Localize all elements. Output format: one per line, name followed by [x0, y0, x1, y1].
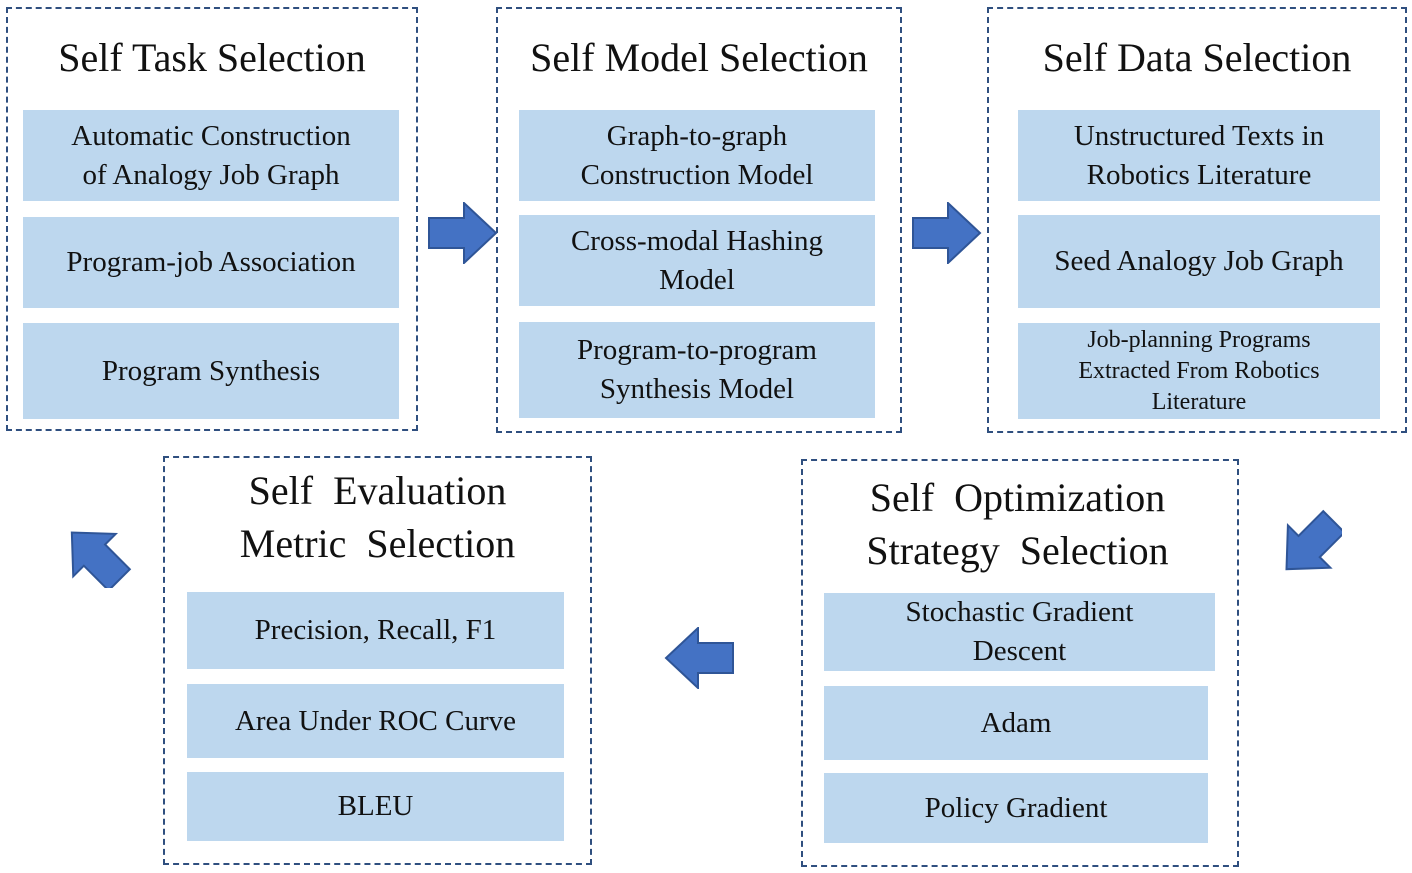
box-adam: Adam [824, 686, 1208, 760]
box-job-planning-programs: Job-planning Programs Extracted From Rob… [1018, 323, 1380, 419]
panel-evaluation-metric: Self Evaluation Metric Selection Precisi… [163, 456, 592, 865]
arrow-down-left-icon [1272, 508, 1342, 578]
box-seed-analogy-job-graph: Seed Analogy Job Graph [1018, 215, 1380, 308]
arrow-right-icon [912, 202, 982, 264]
box-bleu: BLEU [187, 772, 564, 841]
box-graph-to-graph: Graph-to-graph Construction Model [519, 110, 875, 201]
box-sgd: Stochastic Gradient Descent [824, 593, 1215, 671]
box-program-to-program: Program-to-program Synthesis Model [519, 322, 875, 418]
box-precision-recall-f1: Precision, Recall, F1 [187, 592, 564, 669]
arrow-right-icon [428, 202, 498, 264]
panel-model-selection: Self Model Selection Graph-to-graph Cons… [496, 7, 902, 433]
panel-data-selection: Self Data Selection Unstructured Texts i… [987, 7, 1407, 433]
panel-title: Self Evaluation Metric Selection [239, 468, 516, 566]
arrow-up-left-icon [63, 518, 133, 588]
box-program-synthesis: Program Synthesis [23, 323, 399, 419]
box-area-under-roc: Area Under ROC Curve [187, 684, 564, 758]
panel-optimization-strategy: Self Optimization Strategy Selection Sto… [801, 459, 1239, 867]
box-cross-modal-hashing: Cross-modal Hashing Model [519, 215, 875, 306]
box-automatic-construction: Automatic Construction of Analogy Job Gr… [23, 110, 399, 201]
box-policy-gradient: Policy Gradient [824, 773, 1208, 843]
panel-title: Self Task Selection [58, 35, 366, 80]
panel-title: Self Model Selection [530, 35, 868, 80]
panel-task-selection: Self Task Selection Automatic Constructi… [6, 7, 418, 431]
panel-title: Self Data Selection [1042, 35, 1352, 80]
box-unstructured-texts: Unstructured Texts in Robotics Literatur… [1018, 110, 1380, 201]
arrow-left-icon [664, 627, 734, 689]
panel-title: Self Optimization Strategy Selection [866, 475, 1169, 573]
box-program-job-association: Program-job Association [23, 217, 399, 308]
